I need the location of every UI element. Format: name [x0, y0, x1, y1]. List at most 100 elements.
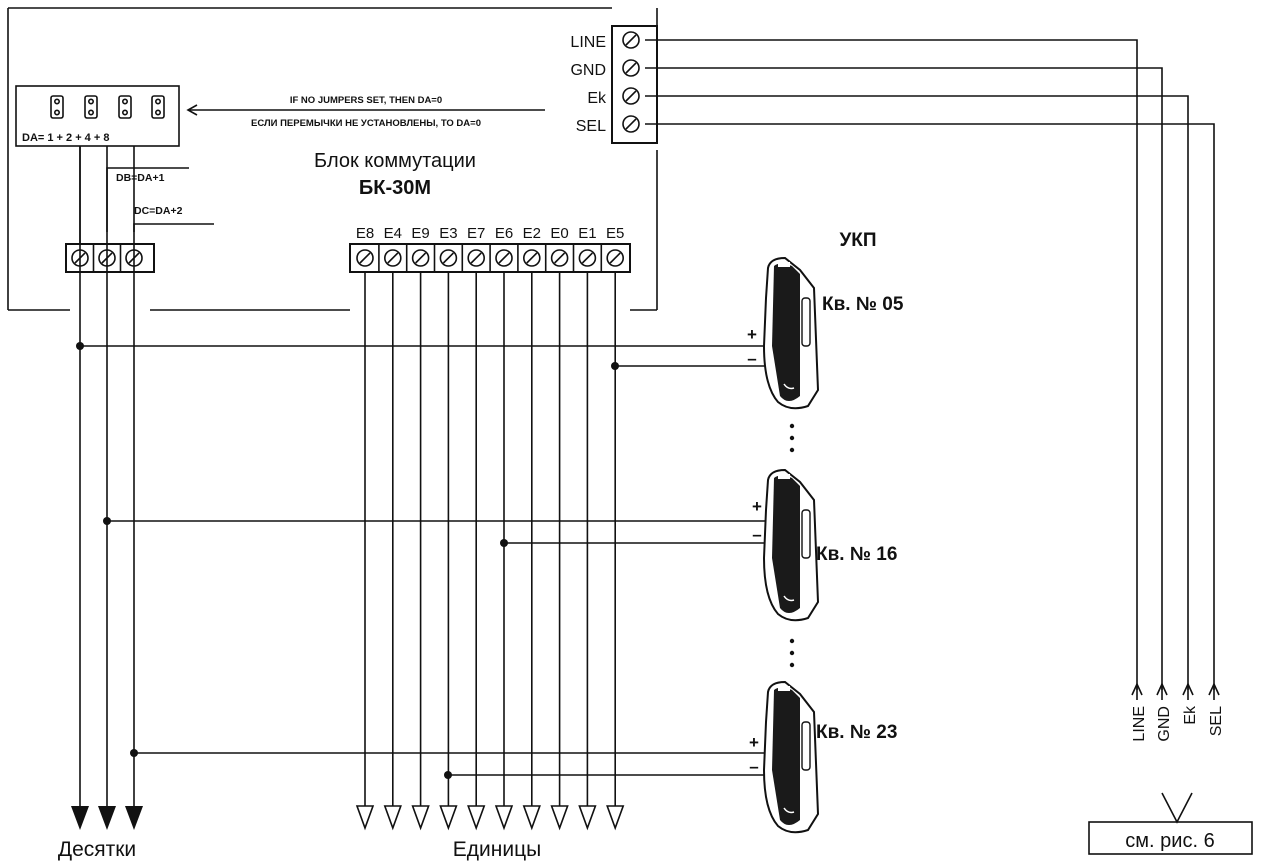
output-arrows	[71, 682, 1220, 831]
ellipsis-dot-1-1	[789, 423, 795, 429]
plus-junction-2	[103, 517, 111, 525]
jumper-2	[84, 95, 98, 119]
apartment-label-3: Кв. № 23	[816, 722, 897, 743]
units-arrow-e4	[383, 805, 402, 831]
tens-arrow-2	[98, 806, 116, 830]
units-arrow-e5	[606, 805, 625, 831]
units-label: Единицы	[453, 838, 541, 861]
units-screw-e8	[356, 249, 374, 267]
minus-sign-2: –	[752, 525, 761, 544]
wires	[76, 39, 1215, 808]
minus-sign-3: –	[749, 757, 758, 776]
units-terminal-label-e6: E6	[495, 225, 513, 242]
bus-terminal-label-line: LINE	[570, 34, 606, 51]
units-screw-e3	[439, 249, 458, 267]
units-screw-e6	[495, 249, 513, 267]
plus-sign-3: +	[749, 733, 759, 752]
bus-screw-gnd	[622, 59, 640, 77]
plus-junction-3	[130, 749, 138, 757]
handset-3	[762, 680, 820, 834]
units-screw-e7	[467, 249, 486, 267]
jumper-4	[151, 95, 165, 119]
bus-block-frame	[611, 25, 658, 144]
ellipsis-dot-1-2	[789, 435, 795, 441]
unit-title: Блок коммутации	[314, 150, 476, 172]
jumper-block: DA= 1 + 2 + 4 + 8	[15, 85, 180, 147]
units-terminal-label-e8: E8	[356, 225, 374, 242]
bus-screw-ek	[622, 87, 640, 105]
jumper-3	[118, 95, 132, 119]
handset-front-1	[772, 263, 800, 401]
plus-sign-1: +	[747, 325, 757, 344]
bus-wire-2	[645, 67, 1163, 690]
units-arrow-e6	[494, 805, 514, 831]
minus-junction-1	[611, 362, 619, 370]
units-arrow-e3	[439, 805, 458, 831]
units-arrow-e8	[355, 805, 375, 831]
ellipsis-dot-2-1	[789, 638, 795, 644]
dc-label: DC=DA+2	[134, 205, 183, 217]
units-arrow-e2	[522, 805, 541, 831]
bus-wire-3	[645, 95, 1189, 690]
handset-logo-1	[778, 262, 790, 267]
jumper-note-ru: ЕСЛИ ПЕРЕМЫЧКИ НЕ УСТАНОВЛЕНЫ, ТО DA=0	[251, 118, 481, 129]
units-screw-e1	[578, 249, 597, 267]
bus-terminal-label-gnd: GND	[570, 62, 606, 79]
handset-1	[762, 256, 820, 410]
bus-screw-sel	[622, 115, 640, 133]
units-terminal-label-e0: E0	[550, 225, 568, 242]
minus-sign-1: –	[747, 349, 756, 368]
bus-wire-4	[645, 123, 1215, 690]
tens-arrow-1	[71, 806, 89, 830]
tens-offset-labels: DB=DA+1 DC=DA+2	[106, 167, 214, 232]
ukp-label: УКП	[839, 230, 876, 251]
plus-junction-1	[76, 342, 84, 350]
jumper-1	[50, 95, 64, 119]
bus-wire-1	[645, 39, 1138, 690]
tens-arrow-3	[125, 806, 143, 830]
units-terminal-label-e2: E2	[523, 225, 541, 242]
handset-logo-2	[778, 474, 790, 479]
units-arrow-e9	[411, 805, 430, 831]
apartment-label-2: Кв. № 16	[816, 544, 897, 565]
units-arrow-e1	[578, 805, 597, 831]
apartment-label-1: Кв. № 05	[822, 294, 904, 315]
jumper-note: IF NO JUMPERS SET, THEN DA=0 ЕСЛИ ПЕРЕМЫ…	[186, 95, 545, 129]
ellipsis-dot-1-3	[789, 447, 795, 453]
handset-2	[762, 468, 820, 622]
units-screw-e5	[606, 249, 625, 267]
units-arrow-e0	[550, 805, 569, 831]
units-screw-e9	[411, 249, 430, 267]
handset-front-3	[772, 687, 800, 825]
units-arrow-e7	[467, 805, 486, 831]
units-screw-e4	[383, 249, 402, 267]
bus-terminal-label-ek: Ek	[587, 90, 607, 107]
bus-terminal-label-sel: SEL	[576, 118, 606, 135]
ellipsis-dot-2-2	[789, 650, 795, 656]
units-terminal-label-e9: E9	[411, 225, 429, 242]
db-label: DB=DA+1	[116, 172, 165, 184]
bus-bottom-label-ek: Ek	[1182, 705, 1199, 725]
handset-front-2	[772, 475, 800, 613]
bus-bottom-label-gnd: GND	[1156, 706, 1173, 742]
see-fig-callout: см. рис. 6	[1088, 792, 1253, 855]
jumper-note-en: IF NO JUMPERS SET, THEN DA=0	[290, 95, 442, 106]
units-terminal-label-e4: E4	[384, 225, 402, 242]
handset-logo-3	[778, 686, 790, 691]
units-terminal-label-e1: E1	[578, 225, 596, 242]
minus-junction-3	[444, 771, 452, 779]
bus-bottom-label-line: LINE	[1131, 706, 1148, 742]
bus-bottom-labels: LINE GND Ek SEL	[1131, 705, 1225, 742]
units-terminal-label-e5: E5	[606, 225, 624, 242]
tens-label: Десятки	[58, 838, 136, 861]
bus-bottom-label-sel: SEL	[1208, 706, 1225, 736]
ellipsis-dot-2-3	[789, 662, 795, 668]
units-screw-e2	[522, 249, 541, 267]
unit-model: БК-30М	[359, 177, 431, 199]
jumper-weights-label: DA= 1 + 2 + 4 + 8	[22, 132, 109, 144]
minus-junction-2	[500, 539, 508, 547]
